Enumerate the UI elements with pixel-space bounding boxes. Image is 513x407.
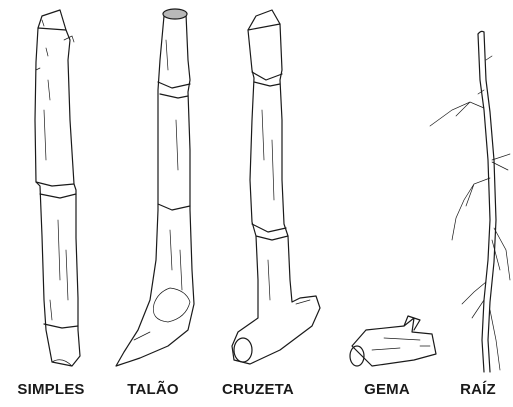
talao-cutting-drawing bbox=[116, 9, 194, 366]
label-gema: GEMA bbox=[345, 381, 429, 398]
simples-cutting-drawing bbox=[35, 10, 80, 366]
label-raiz: RAÍZ bbox=[443, 381, 513, 398]
label-cruzeta: CRUZETA bbox=[206, 381, 310, 398]
raiz-root-drawing bbox=[430, 31, 510, 372]
label-talao: TALÃO bbox=[112, 381, 194, 398]
cruzeta-cutting-drawing bbox=[232, 10, 320, 364]
label-simples: SIMPLES bbox=[0, 381, 102, 398]
gema-cutting-drawing bbox=[350, 316, 436, 366]
